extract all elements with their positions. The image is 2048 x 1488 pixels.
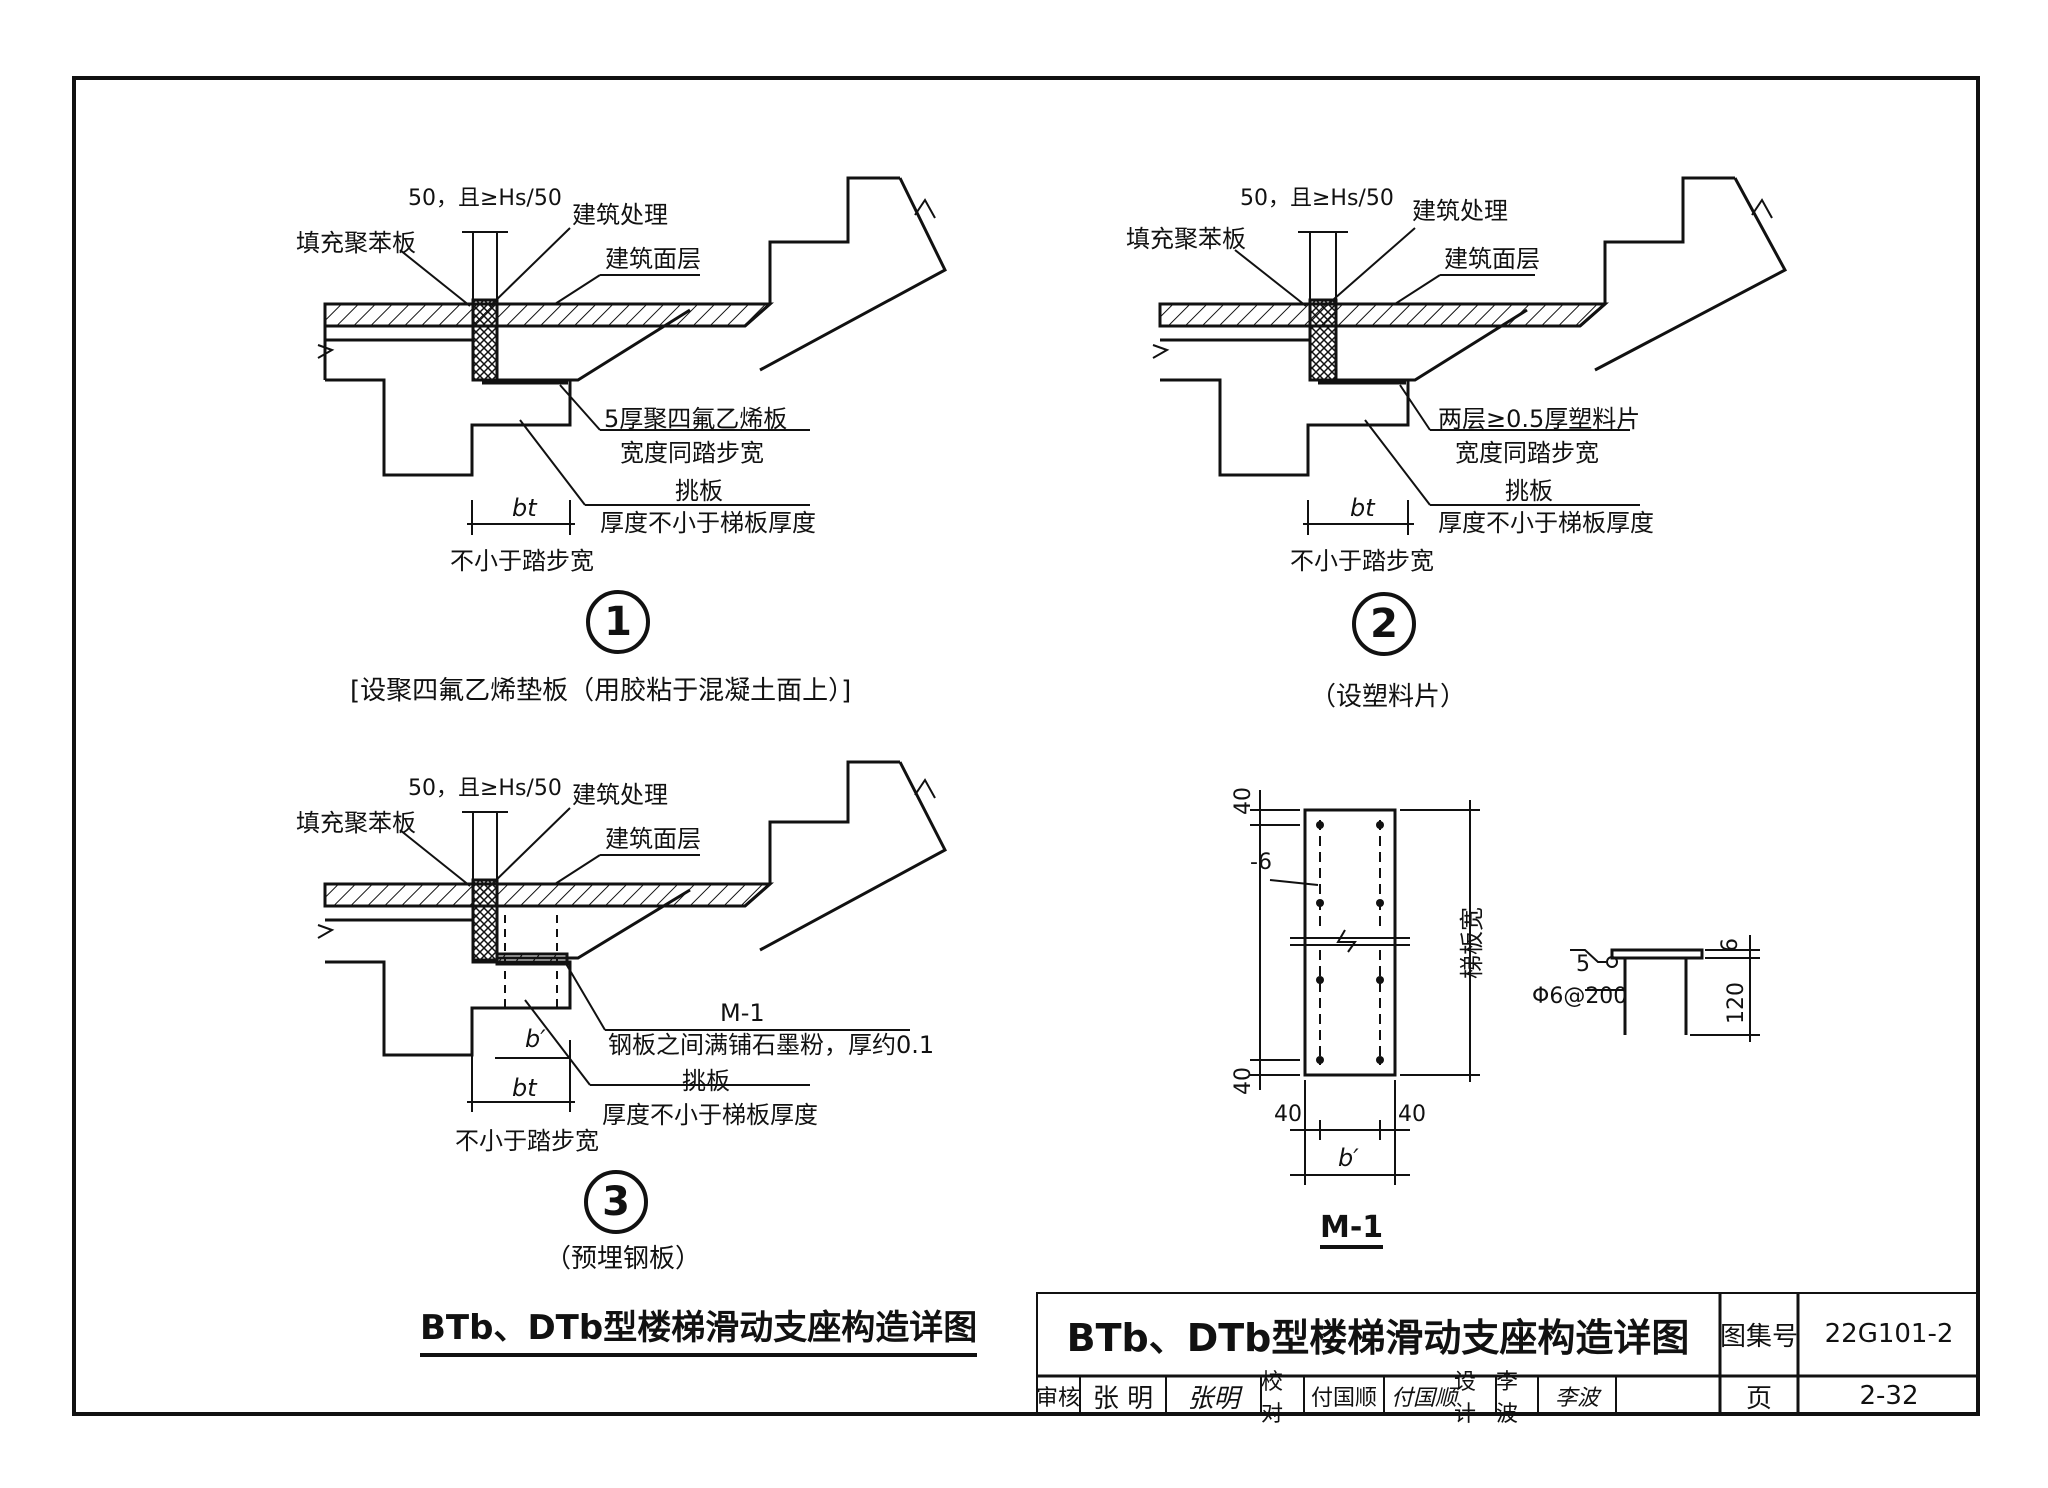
designer-name: 李 波 bbox=[1496, 1370, 1519, 1427]
drawing-frame bbox=[72, 76, 1980, 1416]
plastic-label: 两层≥0.5厚塑料片 bbox=[1438, 405, 1641, 433]
embedded-plate bbox=[495, 952, 569, 966]
filler-block-3 bbox=[471, 878, 499, 962]
same-width-label-1: 宽度同踏步宽 bbox=[620, 439, 764, 467]
surface-layer-3 bbox=[323, 882, 774, 908]
arch-treat-label-3: 建筑处理 bbox=[572, 781, 668, 809]
title-block-grid bbox=[1036, 1292, 1980, 1416]
design-label: 设计 bbox=[1454, 1370, 1477, 1427]
bt-label-3: bt bbox=[512, 1074, 537, 1102]
checker-name: 付国顺 bbox=[1310, 1386, 1377, 1411]
detail-1-drawing bbox=[317, 176, 947, 535]
detail-1-caption: [设聚四氟乙烯垫板（用胶粘于混凝土面上）] bbox=[350, 676, 852, 706]
thickness-label-1: 厚度不小于梯板厚度 bbox=[600, 509, 816, 537]
detail-3-drawing bbox=[317, 760, 948, 1112]
reviewer-name: 张 明 bbox=[1092, 1383, 1154, 1414]
same-width-label-2: 宽度同踏步宽 bbox=[1455, 439, 1599, 467]
detail-2-caption: （设塑料片） bbox=[1310, 682, 1467, 712]
plate-dim-40-bottom: 40 bbox=[1231, 1067, 1256, 1095]
detail-1-number: 1 bbox=[586, 590, 650, 654]
graphite-label: 钢板之间满铺石墨粉，厚约0.1 bbox=[608, 1031, 935, 1059]
not-less-label-3: 不小于踏步宽 bbox=[455, 1127, 599, 1155]
plate-thickness-label: -6 bbox=[1250, 850, 1272, 875]
detail-2-drawing bbox=[1152, 176, 1788, 535]
tiaoban-label-3: 挑板 bbox=[682, 1067, 730, 1095]
ptfe-label: 5厚聚四氟乙烯板 bbox=[604, 405, 788, 433]
gap-label-3: 50，且≥Hs/50 bbox=[408, 776, 562, 801]
detail-2-number: 2 bbox=[1352, 592, 1416, 656]
surface-layer-1 bbox=[323, 302, 774, 328]
arch-treat-label-1: 建筑处理 bbox=[572, 201, 668, 229]
m1-plate-drawing bbox=[1250, 790, 1760, 1185]
designer-signature: 李波 bbox=[1554, 1386, 1599, 1411]
tiaoban-label-2: 挑板 bbox=[1505, 477, 1553, 505]
thickness-label-3: 厚度不小于梯板厚度 bbox=[602, 1101, 818, 1129]
atlas-number: 22G101-2 bbox=[1824, 1319, 1954, 1349]
checker-signature: 付国顺 bbox=[1390, 1386, 1457, 1411]
bt-label-1: bt bbox=[512, 494, 537, 522]
bt-label-2: bt bbox=[1350, 494, 1375, 522]
not-less-label-2: 不小于踏步宽 bbox=[1290, 547, 1434, 575]
fill-label-1: 填充聚苯板 bbox=[296, 229, 416, 257]
fill-label-2: 填充聚苯板 bbox=[1126, 225, 1246, 253]
gap-label-2: 50，且≥Hs/50 bbox=[1240, 186, 1394, 211]
bar-label: Φ6@200 bbox=[1532, 984, 1628, 1009]
bprime-label-3: b′ bbox=[525, 1025, 546, 1053]
reviewer-signature: 张明 bbox=[1187, 1383, 1240, 1414]
surface-label-3: 建筑面层 bbox=[605, 825, 701, 853]
plate-dim-120: 120 bbox=[1724, 982, 1749, 1024]
plate-dim-40-right: 40 bbox=[1398, 1102, 1426, 1127]
thickness-label-2: 厚度不小于梯板厚度 bbox=[1438, 509, 1654, 537]
atlas-label: 图集号 bbox=[1720, 1321, 1799, 1352]
filler-block-2 bbox=[1308, 298, 1338, 382]
detail-3-number: 3 bbox=[584, 1170, 648, 1234]
filler-block-1 bbox=[471, 298, 499, 382]
surface-layer-2 bbox=[1158, 302, 1609, 328]
page-label: 页 bbox=[1745, 1383, 1772, 1414]
title-block-title: BTb、DTb型楼梯滑动支座构造详图 bbox=[1066, 1315, 1690, 1360]
tiaoban-label-1: 挑板 bbox=[675, 477, 723, 505]
gap-label-1: 50，且≥Hs/50 bbox=[408, 186, 562, 211]
review-label: 审核 bbox=[1036, 1386, 1081, 1411]
page-number: 2-32 bbox=[1859, 1381, 1919, 1411]
plate-name: M-1 bbox=[1320, 1210, 1384, 1249]
plate-dim-6: 6 bbox=[1718, 938, 1743, 952]
check-label: 校对 bbox=[1261, 1370, 1284, 1427]
detail-3-caption: （预埋钢板） bbox=[545, 1244, 702, 1274]
plate-dim-40-left: 40 bbox=[1274, 1102, 1302, 1127]
not-less-label-1: 不小于踏步宽 bbox=[450, 547, 594, 575]
surface-label-2: 建筑面层 bbox=[1444, 245, 1540, 273]
plate-width-label: 梯板宽 bbox=[1458, 907, 1486, 979]
plate-bprime-label: b′ bbox=[1338, 1144, 1359, 1172]
arch-treat-label-2: 建筑处理 bbox=[1412, 197, 1508, 225]
fill-label-3: 填充聚苯板 bbox=[296, 809, 416, 837]
title-block: BTb、DTb型楼梯滑动支座构造详图 图集号 22G101-2 审核 张 明 张… bbox=[1036, 1292, 1980, 1427]
weld-label: 5 bbox=[1576, 952, 1590, 977]
drawing-title: BTb、DTb型楼梯滑动支座构造详图 bbox=[420, 1300, 978, 1357]
surface-label-1: 建筑面层 bbox=[605, 245, 701, 273]
plate-dim-40-top: 40 bbox=[1231, 787, 1256, 815]
m1-ref-label: M-1 bbox=[720, 999, 765, 1027]
